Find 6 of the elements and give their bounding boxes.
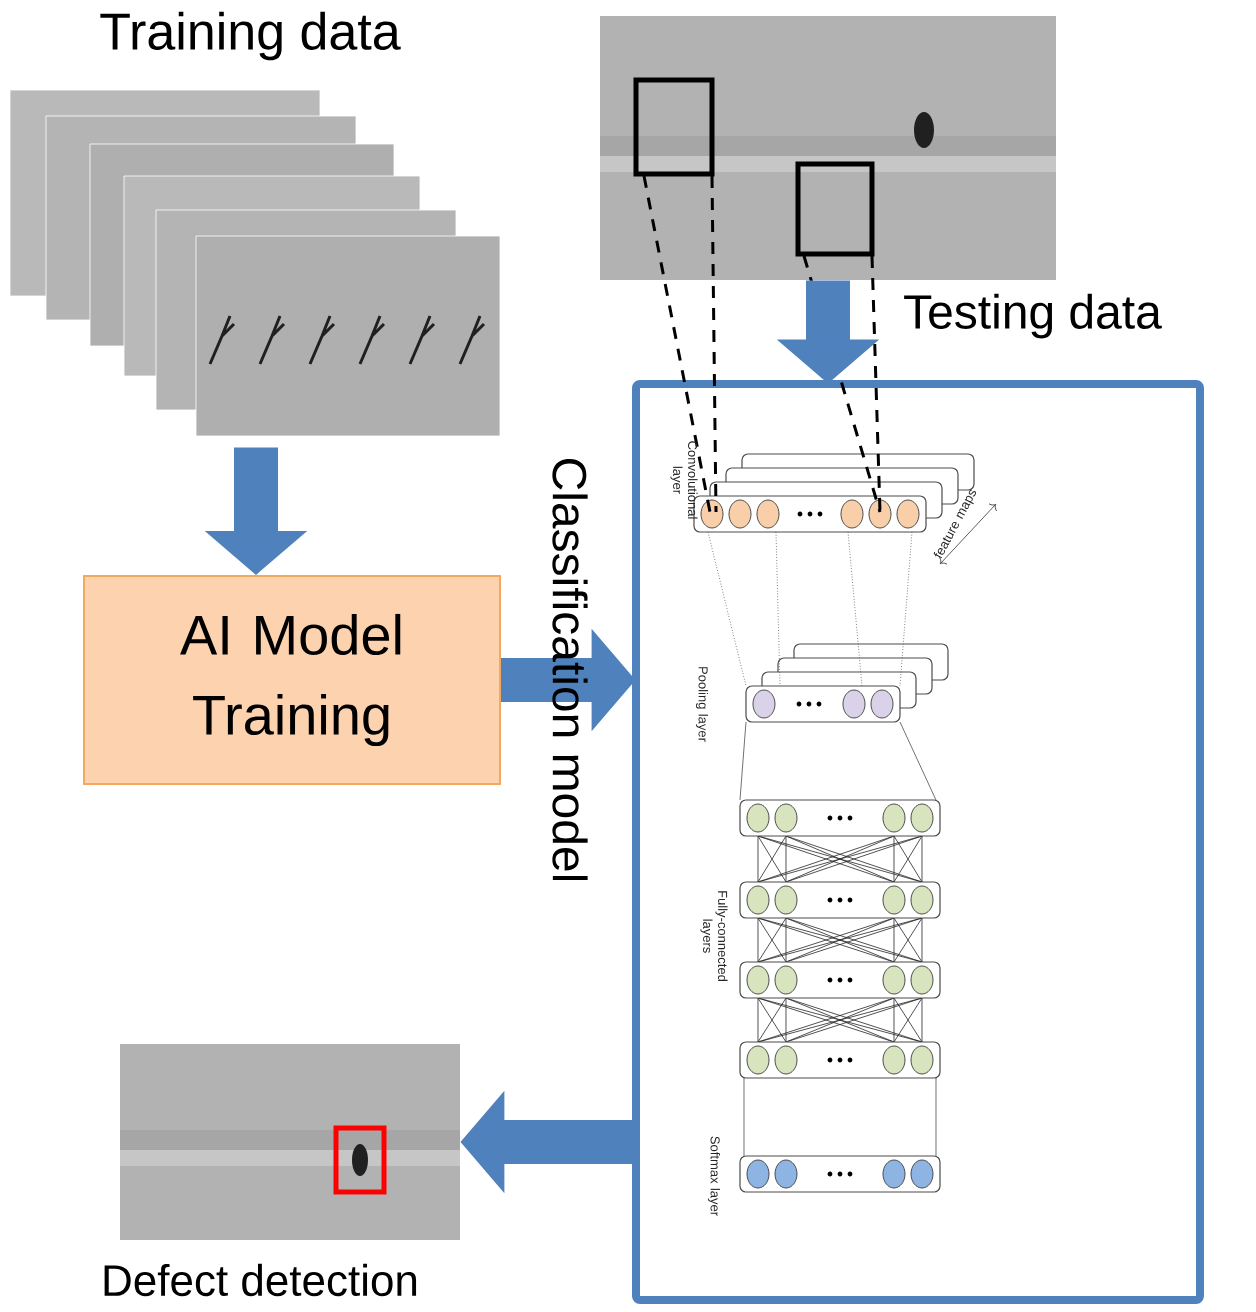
heading: Defect detection <box>104 1263 417 1297</box>
heading: Training data <box>100 11 401 61</box>
vertical-heading: Classification model <box>552 459 588 881</box>
heading: Testing data <box>904 293 1162 339</box>
model-frame <box>632 380 1204 1304</box>
process-box: AI Model Training <box>83 575 501 785</box>
